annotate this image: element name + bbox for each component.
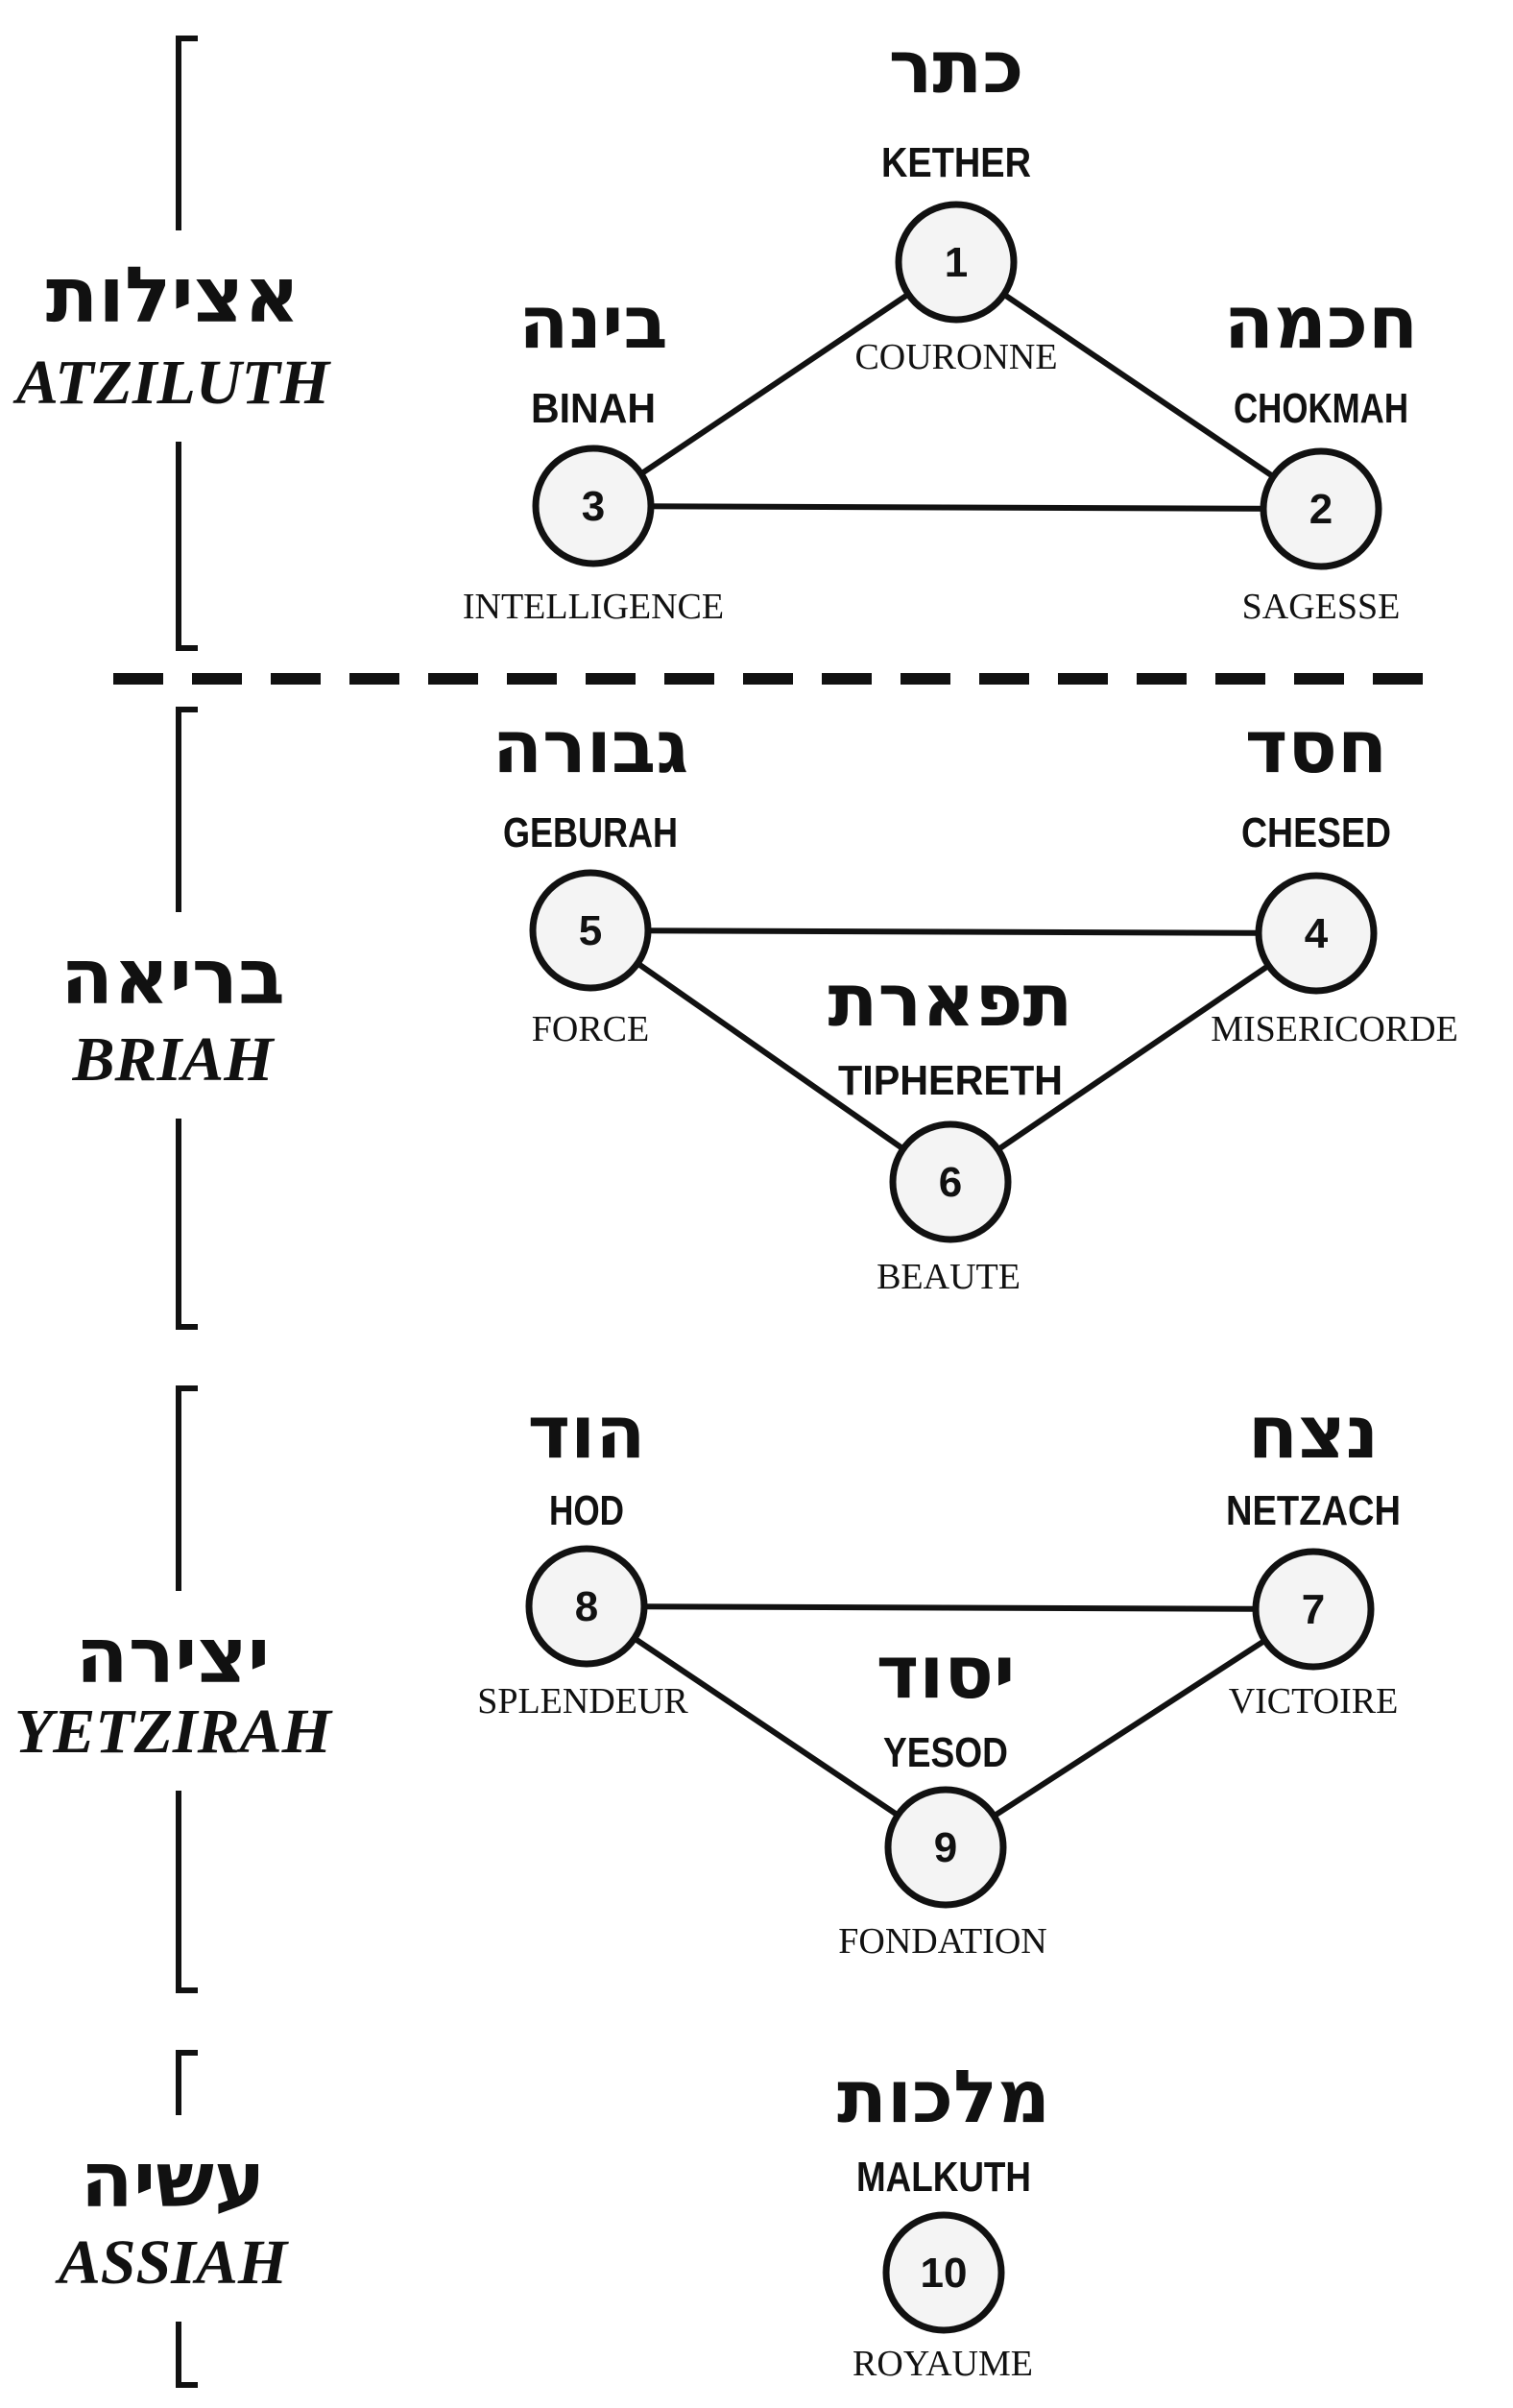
sephirah-number: 10 (921, 2250, 968, 2297)
sephirah-circle (1260, 447, 1382, 570)
sephirah-name: KETHER (881, 139, 1031, 186)
sephirah-circle (1255, 872, 1378, 995)
world-hebrew-name: בריאה (60, 932, 285, 1022)
bracket-top-line (176, 1385, 198, 1591)
world-name: BRIAH (71, 1024, 276, 1095)
sephirah-name: YESOD (883, 1729, 1008, 1776)
sephirah-meaning: FONDATION (838, 1921, 1046, 1962)
bracket-bottom-line (176, 1119, 198, 1330)
sephirah-meaning: INTELLIGENCE (463, 587, 724, 627)
world-hebrew-name: יצירה (76, 1611, 270, 1700)
sephirah-number: 2 (1309, 486, 1333, 533)
world-bracket (176, 1385, 198, 1993)
connection-line (954, 259, 1323, 512)
sephirah-meaning: VICTOIRE (1229, 1681, 1399, 1722)
sephirah-hebrew-name: מלכות (837, 2054, 1050, 2139)
sephirah-number: 8 (575, 1583, 598, 1630)
sephirah-name: TIPHERETH (838, 1057, 1063, 1104)
sephirah-circle (532, 445, 655, 567)
connection-line (949, 930, 1318, 1185)
sephirah-number: 3 (582, 483, 605, 530)
sephirah-circle (529, 869, 652, 992)
sephirah-name: MALKUTH (856, 2154, 1031, 2201)
world-name: ATZILUTH (12, 348, 332, 418)
sephirah-meaning: FORCE (532, 1009, 649, 1049)
bracket-top-line (176, 2050, 198, 2115)
sephirah-number: 1 (945, 239, 968, 286)
connection-line (592, 503, 1322, 512)
world-hebrew-name: אצילות (46, 251, 300, 340)
sephirah-hebrew-name: בינה (518, 279, 667, 365)
connection-line (944, 1606, 1315, 1850)
connection-line (586, 1603, 1314, 1612)
sephirah-hebrew-name: חסד (1245, 704, 1388, 789)
world-brackets (176, 36, 198, 2388)
sephirah-meaning: BEAUTE (877, 1257, 1021, 1297)
world-bracket (176, 36, 198, 651)
sephirah-name: HOD (549, 1487, 624, 1534)
sephirah-hebrew-name: חכמה (1224, 279, 1418, 365)
sephirah-hebrew-name: גבורה (492, 704, 688, 789)
sephirah-number: 4 (1305, 910, 1329, 957)
world-hebrew-name: עשיה (81, 2135, 265, 2225)
sephirah-circle (1252, 1548, 1375, 1671)
sephirah-name: NETZACH (1226, 1487, 1401, 1534)
sephirah-meaning: ROYAUME (853, 2344, 1033, 2384)
sephirah-circle (882, 2211, 1005, 2334)
bracket-bottom-line (176, 2322, 198, 2388)
sephirah-meaning: COURONNE (854, 337, 1057, 377)
sephirah-circle (884, 1786, 1007, 1909)
connection-line (591, 259, 958, 509)
sephirah-name: CHESED (1241, 809, 1391, 856)
sephirah-circle (889, 1120, 1012, 1243)
connection-line (588, 927, 952, 1185)
sephirah-name: GEBURAH (503, 809, 678, 856)
bracket-bottom-line (176, 1791, 198, 1993)
sephirah-name: BINAH (531, 385, 656, 432)
sephirah-meaning: SAGESSE (1242, 587, 1401, 627)
sephirah-hebrew-name: תפארת (829, 957, 1073, 1043)
connections (585, 259, 1323, 1850)
sephirah-number: 9 (934, 1824, 957, 1871)
world-name: ASSIAH (55, 2227, 290, 2298)
sephirah-hebrew-name: נצח (1248, 1389, 1379, 1475)
bracket-top-line (176, 707, 198, 912)
sephirah-hebrew-name: יסוד (877, 1629, 1016, 1715)
bracket-top-line (176, 36, 198, 230)
sephirah-hebrew-name: כתר (889, 24, 1024, 109)
sephirah-number: 7 (1302, 1586, 1325, 1633)
world-bracket (176, 2050, 198, 2388)
sephirah-number: 5 (579, 907, 602, 954)
connection-line (585, 1603, 948, 1850)
world-name: YETZIRAH (14, 1697, 334, 1767)
connection-line (589, 927, 1317, 936)
sephirah-number: 6 (939, 1159, 962, 1206)
sephirah-hebrew-name: הוד (528, 1389, 646, 1475)
sephirah-circle (525, 1545, 648, 1668)
sephirah-name: CHOKMAH (1234, 385, 1408, 432)
sephirah-circle (895, 201, 1018, 324)
bracket-bottom-line (176, 442, 198, 651)
sephirah-meaning: MISERICORDE (1211, 1009, 1458, 1049)
sephirah-meaning: SPLENDEUR (477, 1681, 688, 1722)
world-bracket (176, 707, 198, 1330)
